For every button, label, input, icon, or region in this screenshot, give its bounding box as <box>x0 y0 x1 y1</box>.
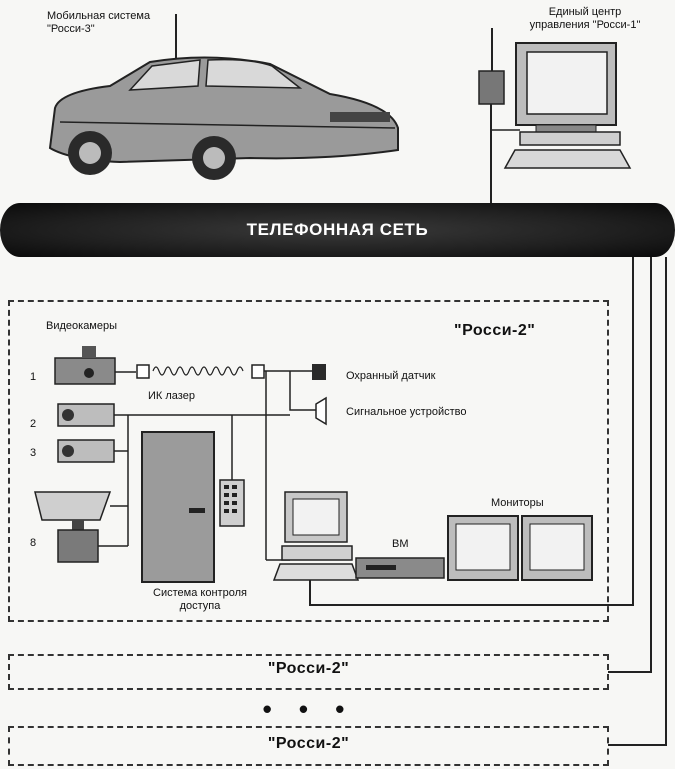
access-control-label-line2: доступа <box>179 600 221 612</box>
cameras-label: Видеокамеры <box>46 320 118 332</box>
camera-number-1: 1 <box>30 371 37 383</box>
vcr-label: ВМ <box>392 538 409 550</box>
central-station-label-line2: управления "Росси-1" <box>529 19 641 31</box>
central-station-illustration <box>478 28 632 206</box>
network-links <box>309 257 667 746</box>
site-rossi2-title: "Росси-2" <box>454 322 536 339</box>
alarm-device-label: Сигнальное устройство <box>346 406 467 418</box>
car-illustration <box>48 14 399 180</box>
site-rossi2-title-2: "Росси-2" <box>267 660 350 677</box>
central-station-label-line1: Единый центр <box>548 6 622 18</box>
site-rossi2-main-box <box>8 300 609 622</box>
mobile-system-label-line1: Мобильная система <box>47 10 151 22</box>
more-sites-ellipsis: • • • <box>262 694 355 724</box>
site-equipment <box>34 346 593 583</box>
site-rossi2-title-3: "Росси-2" <box>267 735 350 752</box>
site-rossi2-box-3 <box>8 726 609 766</box>
access-control-label-line1: Система контроля <box>153 587 247 599</box>
monitors-label: Мониторы <box>491 497 544 509</box>
telephone-network-band <box>0 203 675 257</box>
ir-laser-label: ИК лазер <box>148 390 195 402</box>
telephone-network-title: ТЕЛЕФОННАЯ СЕТЬ <box>246 220 429 239</box>
security-sensor-label: Охранный датчик <box>346 370 436 382</box>
site-rossi2-box-2 <box>8 654 609 690</box>
mobile-system-label-line2: "Росси-3" <box>47 23 95 35</box>
camera-number-3: 3 <box>30 447 37 459</box>
camera-number-8: 8 <box>30 537 37 549</box>
camera-number-2: 2 <box>30 418 37 430</box>
